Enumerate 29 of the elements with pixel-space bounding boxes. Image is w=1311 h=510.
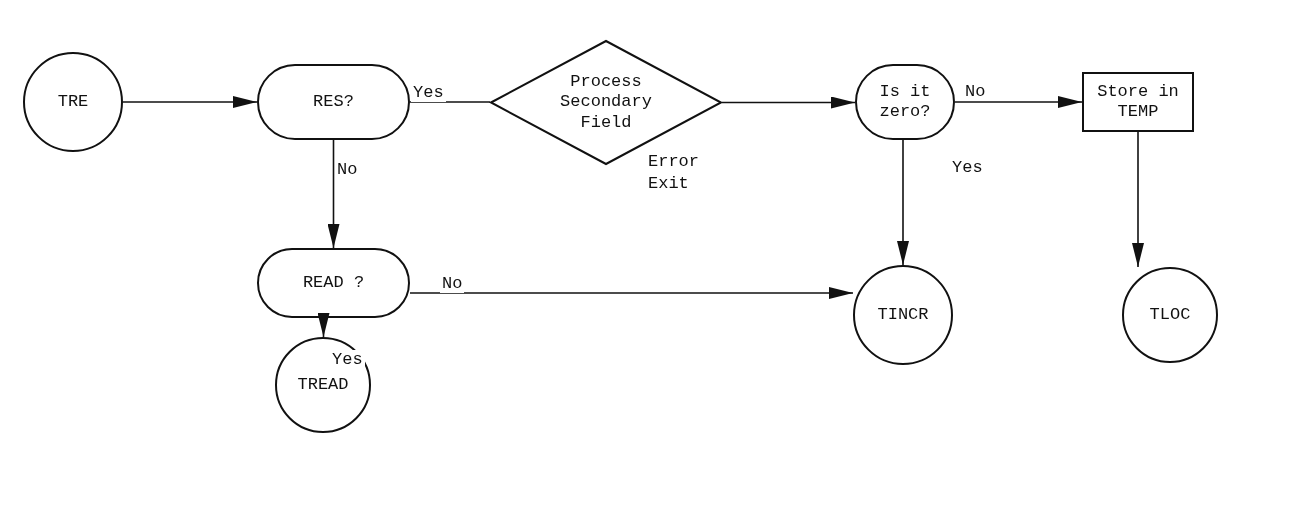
edge-label: No [440,274,465,293]
arrow [409,287,854,299]
node-label: Store in TEMP [1096,81,1180,123]
edge-label: Yes [330,350,365,369]
arrow [954,96,1083,108]
node-label: TREAD [297,374,349,396]
connector-circle [275,337,371,433]
edge-label: Yes [411,83,446,102]
connector-circle [1122,267,1218,363]
note-text: Error Exit [648,151,700,196]
node-label: TRE [57,91,89,113]
arrow [721,96,856,109]
node-label: TINCR [877,304,929,326]
decision-terminal [257,64,410,140]
node-label: Is it zero? [878,81,932,123]
arrow [317,313,330,338]
node-label: READ ? [302,272,365,294]
arrow [122,96,258,108]
arrow [1132,131,1144,268]
connector-circle [853,265,953,365]
connector-circle [23,52,123,152]
decision-terminal [855,64,955,140]
arrow [327,139,340,249]
arrow [897,139,909,266]
node-label: Process Secondary Field [559,71,653,134]
node-label: RES? [313,91,354,113]
node-label: TLOC [1149,304,1191,326]
decision-terminal [257,248,410,318]
process-box [1082,72,1194,132]
